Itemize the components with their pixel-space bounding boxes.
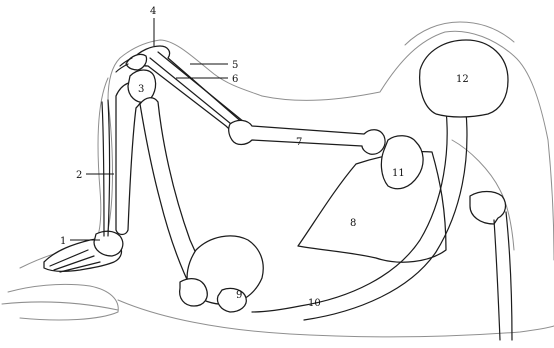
- label-4: 4: [150, 6, 156, 17]
- label-10: 10: [308, 298, 321, 309]
- label-7: 7: [296, 137, 302, 148]
- label-3: 3: [138, 84, 144, 95]
- humerus: [229, 120, 385, 154]
- label-6: 6: [232, 74, 238, 85]
- tibia-fibula: [102, 82, 145, 236]
- label-12: 12: [456, 74, 469, 85]
- label-5: 5: [232, 60, 238, 71]
- label-11: 11: [392, 168, 405, 179]
- label-9: 9: [236, 290, 242, 301]
- label-8: 8: [350, 218, 356, 229]
- clavicle-right-shoulder: [470, 192, 512, 341]
- label-1: 1: [60, 236, 66, 247]
- foot-bones: [44, 231, 123, 272]
- label-2: 2: [76, 170, 82, 181]
